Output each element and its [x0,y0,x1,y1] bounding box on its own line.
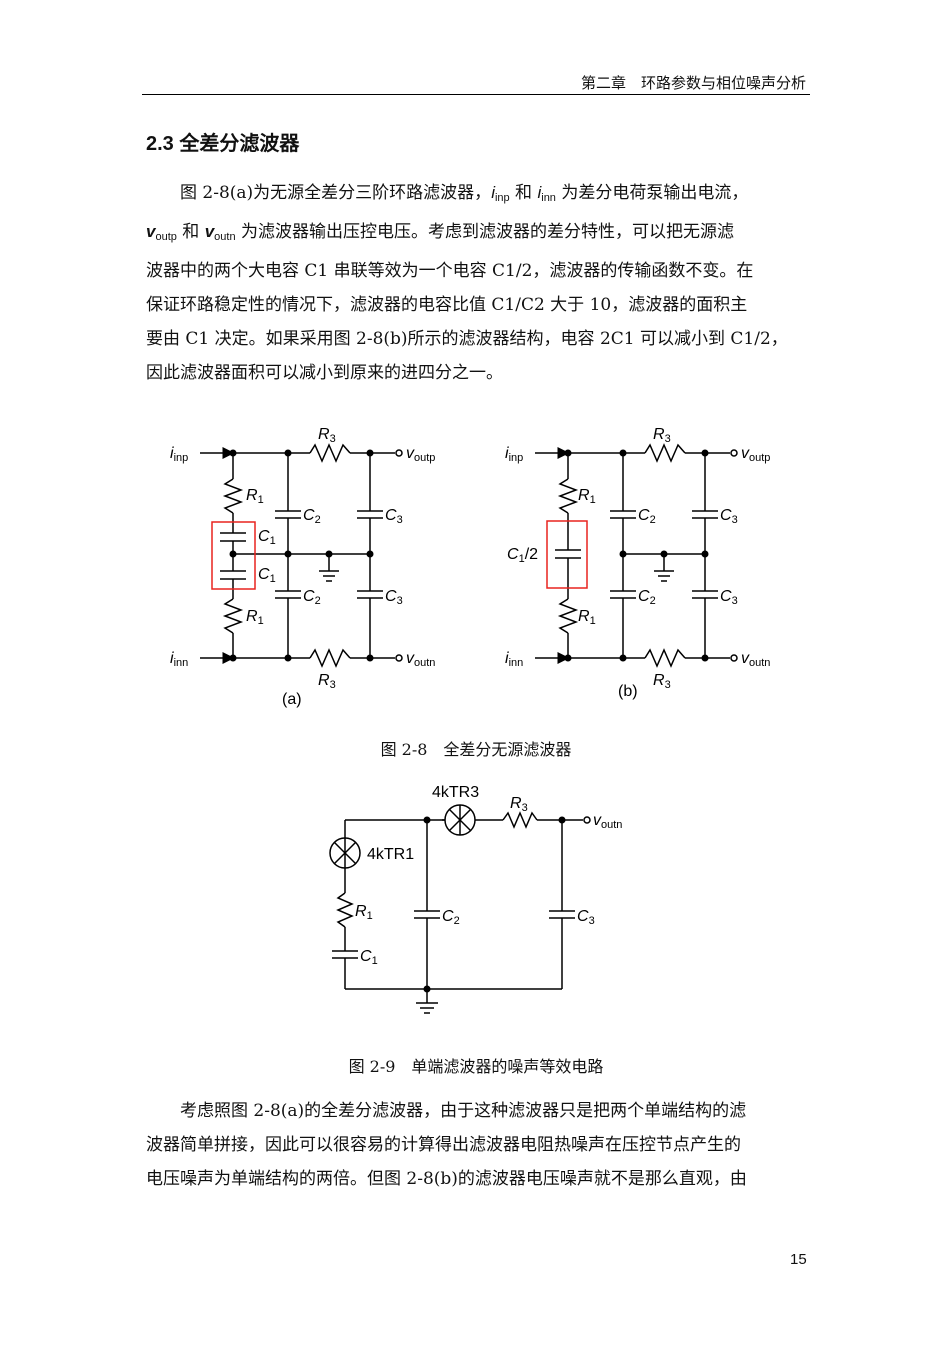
svg-text:voutp: voutp [741,445,770,464]
para1-line6: 因此滤波器面积可以减小到原来的进四分之一。 [146,363,503,383]
svg-text:R1: R1 [578,608,596,627]
svg-text:C2: C2 [638,507,656,526]
fig29-voutn: outn [601,819,622,831]
svg-text:voutn: voutn [406,650,435,669]
label-b-voutn: outn [749,657,770,669]
svg-text:C1: C1 [258,528,276,547]
svg-text:C2: C2 [638,588,656,607]
para1-line2: voutp 和 voutn 为滤波器输出压控电压。考虑到滤波器的差分特性，可以把… [146,222,734,243]
svg-text:C2: C2 [442,908,460,927]
svg-text:R1: R1 [355,903,373,922]
svg-text:C3: C3 [577,908,595,927]
circuit-a-nodes [229,449,374,662]
svg-text:iinp: iinp [170,445,188,464]
para2-line1: 考虑照图 2-8(a)的全差分滤波器，由于这种滤波器只是把两个单端结构的滤 [146,1101,747,1121]
paragraph-1: 图 2-8(a)为无源全差分三阶环路滤波器，iinp 和 iinn 为差分电荷泵… [146,176,810,390]
svg-text:R1: R1 [246,608,264,627]
svg-text:R3: R3 [318,672,336,691]
label-a-iinp: inp [174,452,189,464]
para2-line3: 电压噪声为单端结构的两倍。但图 2-8(b)的滤波器电压噪声就不是那么直观，由 [146,1169,747,1189]
label-a-voutn: outn [414,657,435,669]
svg-text:C1/2: C1/2 [507,546,538,565]
label-b-iinp: inp [509,452,524,464]
svg-text:iinn: iinn [170,650,188,669]
figure-2-8-caption: 图 2-8 全差分无源滤波器 [380,740,572,759]
circuit-a [200,443,403,668]
svg-text:iinn: iinn [505,650,523,669]
para1-line1: 图 2-8(a)为无源全差分三阶环路滤波器，iinp 和 iinn 为差分电荷泵… [146,183,749,204]
figure-2-8-circuit: iinp iinn voutp voutn R3 R3 R1 R1 C1 C1 … [170,426,770,708]
noise-source-r1-label: 4kTR1 [367,846,414,863]
section-heading: 2.3 全差分滤波器 [146,127,299,156]
svg-text:R3: R3 [653,426,671,445]
svg-text:C3: C3 [720,507,738,526]
para1-line3: 波器中的两个大电容 C1 串联等效为一个电容 C1/2，滤波器的传输函数不变。在 [146,261,754,281]
svg-text:C3: C3 [385,588,403,607]
para2-line2: 波器简单拼接，因此可以很容易的计算得出滤波器电阻热噪声在压控节点产生的 [146,1135,741,1155]
figure-2-9-caption: 图 2-9 单端滤波器的噪声等效电路 [348,1057,604,1076]
circuit-a-labels: iinp iinn voutp voutn R3 R3 R1 R1 C1 C1 … [170,426,435,708]
svg-text:R1: R1 [578,487,596,506]
circuit-b-nodes [564,449,709,662]
running-header: 第二章 环路参数与相位噪声分析 [142,64,810,95]
svg-text:C1: C1 [360,948,378,967]
paragraph-2: 考虑照图 2-8(a)的全差分滤波器，由于这种滤波器只是把两个单端结构的滤 波器… [146,1094,810,1196]
svg-text:R3: R3 [318,426,336,445]
svg-text:C3: C3 [720,588,738,607]
page-number: 15 [790,1251,807,1268]
circuit-b [535,443,738,668]
label-a: (a) [282,691,302,708]
para1-line1-text: 图 2-8(a)为无源全差分三阶环路滤波器， [146,183,492,203]
section-title-text: 2.3 全差分滤波器 [146,133,300,155]
label-a-voutp: outp [414,452,435,464]
svg-text:voutn: voutn [741,650,770,669]
svg-text:C3: C3 [385,507,403,526]
noise-source-r3-label: 4kTR3 [432,784,479,801]
para1-line4: 保证环路稳定性的情况下，滤波器的电容比值 C1/C2 大于 10，滤波器的面积主 [146,295,748,315]
label-b: (b) [618,683,638,700]
svg-text:R1: R1 [246,487,264,506]
svg-text:iinp: iinp [505,445,523,464]
para1-line2-text: 为滤波器输出压控电压。考虑到滤波器的差分特性，可以把无源滤 [241,222,734,242]
chapter-title: 第二章 环路参数与相位噪声分析 [580,74,806,92]
svg-text:voutn: voutn [593,812,622,831]
svg-text:C2: C2 [303,588,321,607]
label-a-iinn: inn [174,657,189,669]
label-b-voutp: outp [749,452,770,464]
label-b-iinn: inn [509,657,524,669]
svg-text:C2: C2 [303,507,321,526]
svg-text:R3: R3 [653,672,671,691]
para1-line5: 要由 C1 决定。如果采用图 2-8(b)所示的滤波器结构，电容 2C1 可以减… [146,329,788,349]
figure-2-9-circuit: 4kTR3 4kTR1 R3 voutn R1 C1 C2 C3 [329,784,622,1014]
svg-text:R3: R3 [510,795,528,814]
svg-text:C1: C1 [258,566,276,585]
svg-text:voutp: voutp [406,445,435,464]
